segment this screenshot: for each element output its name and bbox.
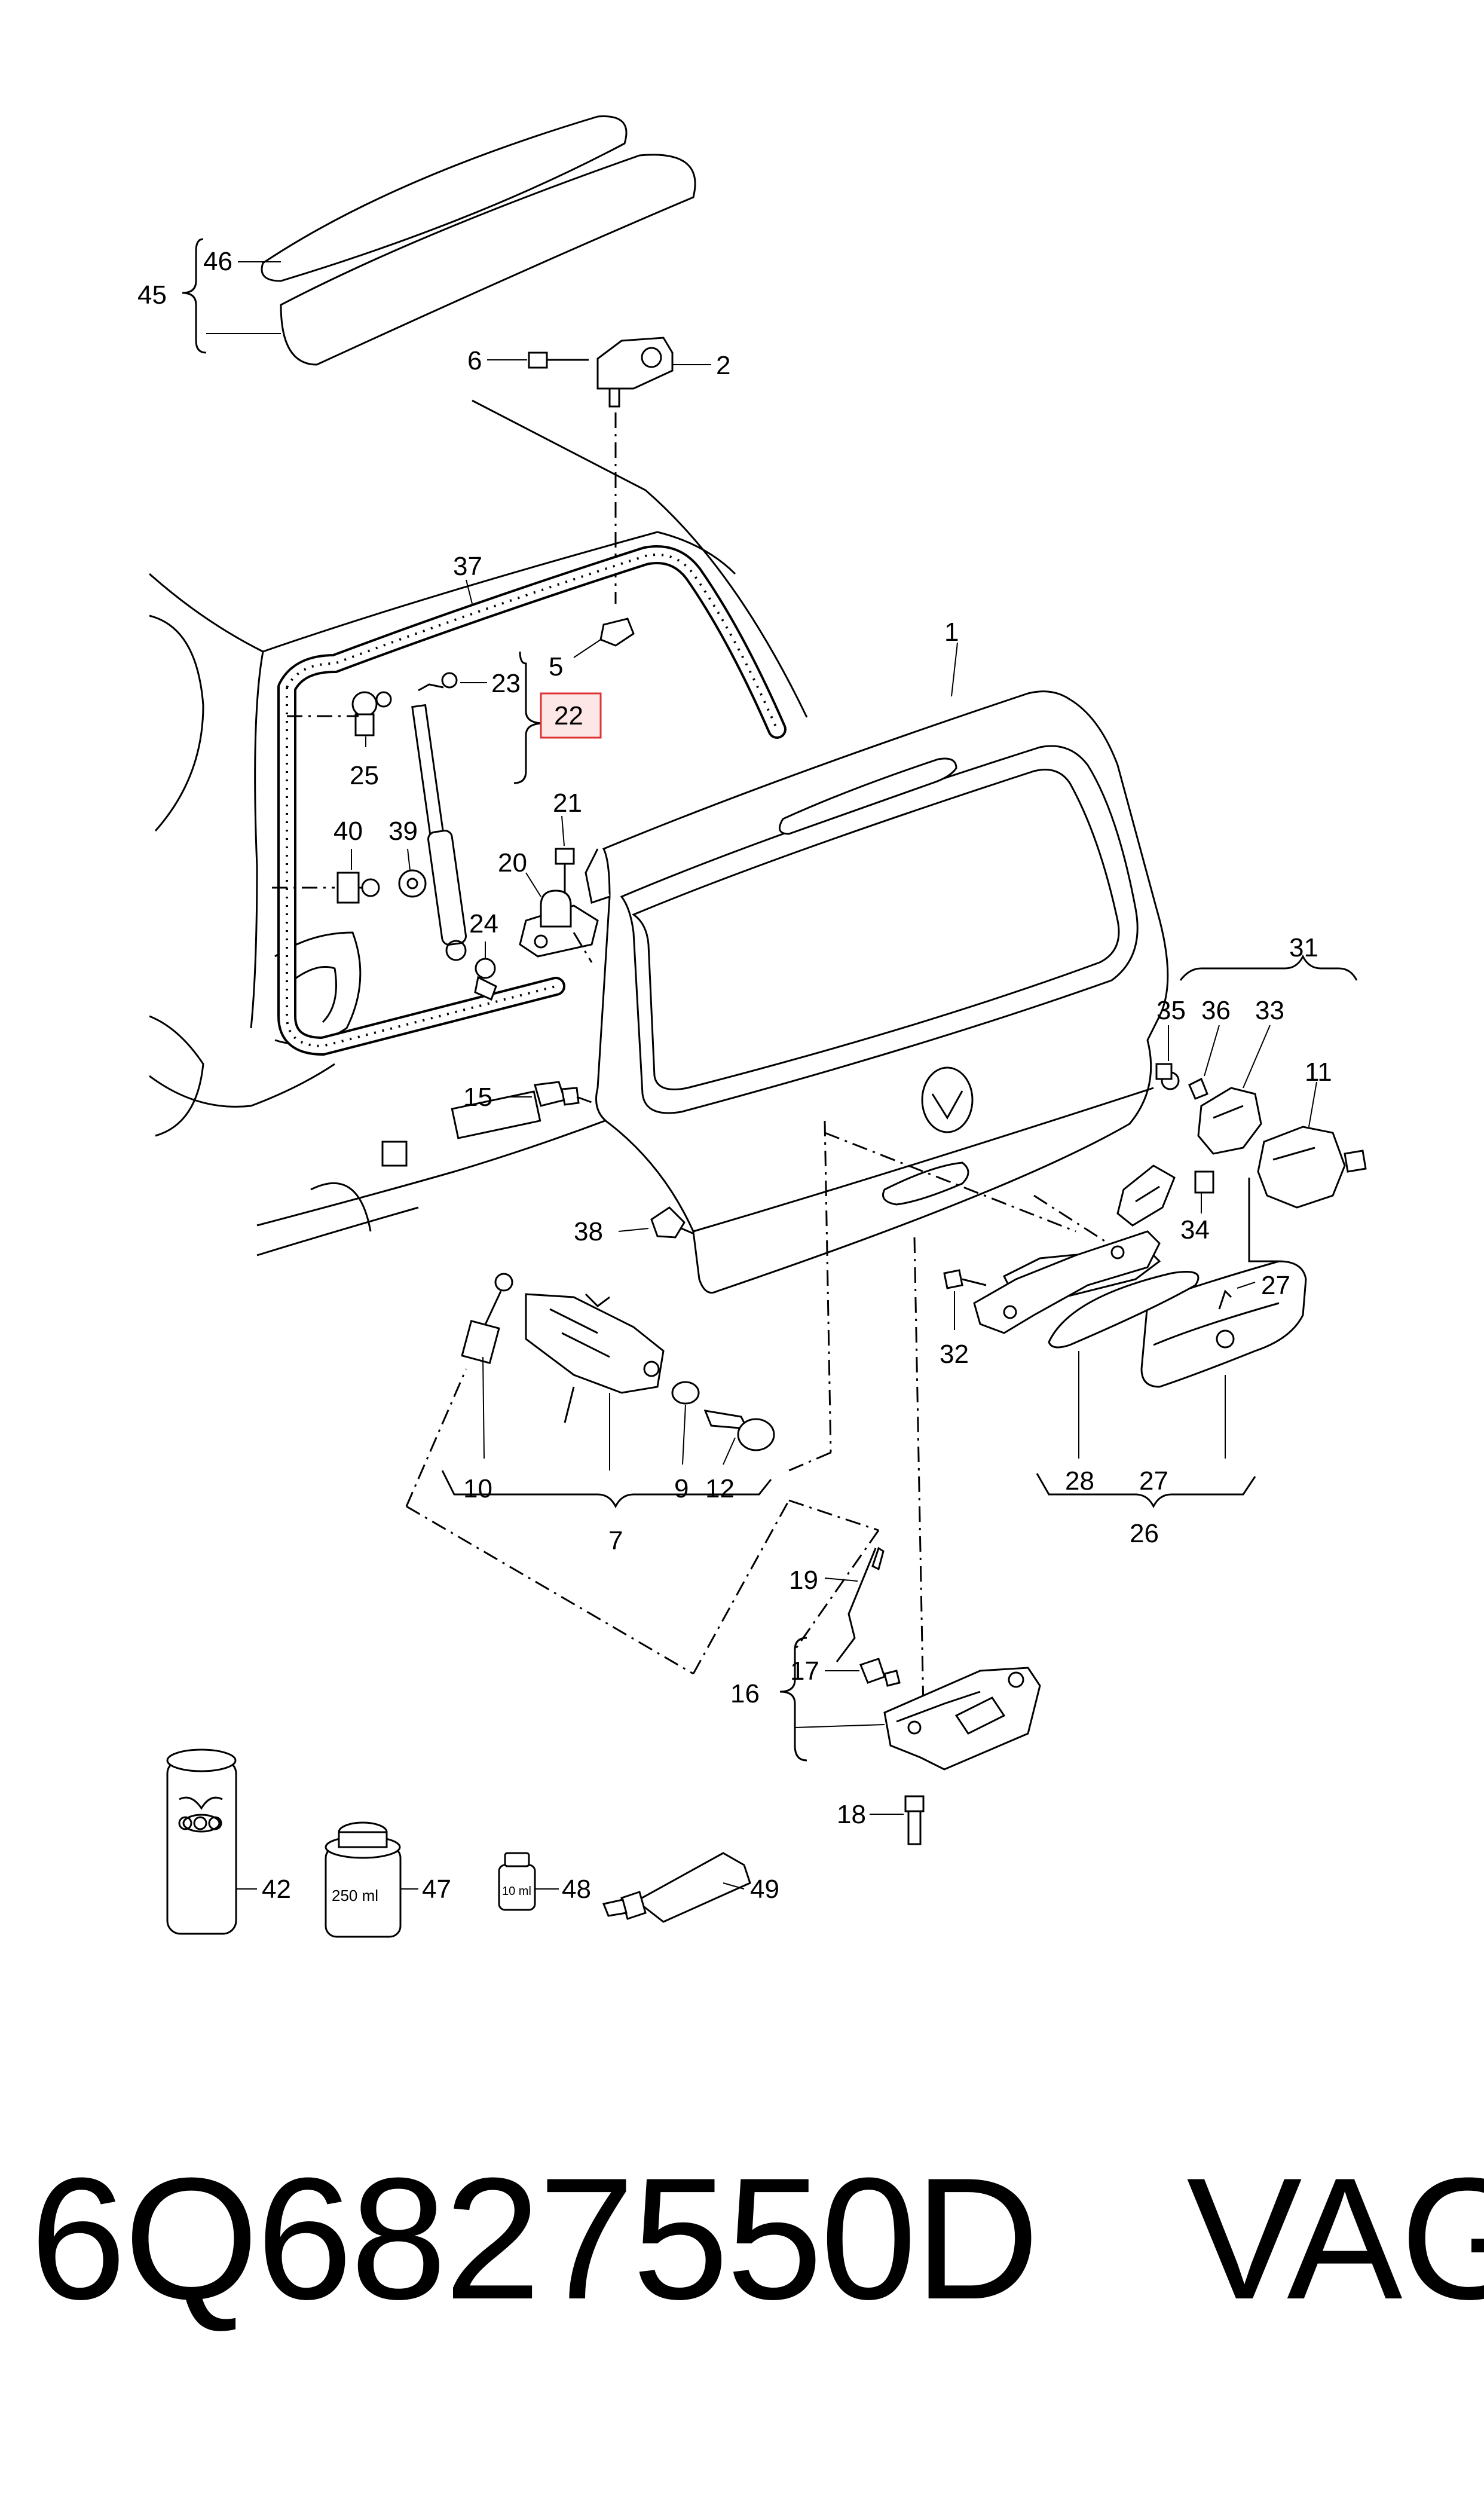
jar-volume-label: 10 ml	[502, 1885, 531, 1898]
callout-15: 15	[463, 1083, 492, 1112]
bottle-volume-label: 250 ml	[332, 1887, 378, 1904]
tube-49	[602, 1852, 751, 1923]
release-bracket	[943, 1164, 1176, 1334]
callout-11: 11	[1305, 1057, 1332, 1087]
callout-21: 21	[553, 788, 582, 818]
callout-48: 48	[562, 1875, 591, 1904]
roof-spoiler	[261, 115, 696, 366]
callout-34: 34	[1180, 1215, 1210, 1245]
release-actuator	[1155, 1063, 1262, 1194]
tailgate	[585, 690, 1169, 1294]
callout-22: 22	[554, 701, 583, 730]
callout-39: 39	[388, 817, 418, 846]
callout-35: 35	[1156, 996, 1186, 1025]
callout-16: 16	[730, 1679, 760, 1708]
bolt-18	[904, 1795, 925, 1845]
callout-20: 20	[498, 848, 527, 878]
callout-31: 31	[1289, 933, 1318, 962]
callout-27-b: 27	[1139, 1466, 1168, 1496]
callout-25: 25	[350, 761, 379, 790]
tailgate-seal	[277, 545, 787, 1056]
callout-10: 10	[463, 1474, 492, 1503]
tailgate-lock	[836, 1546, 1041, 1771]
callout-24: 24	[469, 909, 498, 938]
car-body	[149, 399, 808, 1257]
callout-28: 28	[1065, 1466, 1094, 1496]
buffer-15	[534, 1081, 580, 1107]
callout-18: 18	[837, 1800, 866, 1829]
bottle-47: 250 ml	[325, 1821, 402, 1938]
callout-2: 2	[716, 351, 730, 380]
callout-12: 12	[705, 1474, 735, 1503]
callout-1: 1	[944, 617, 959, 647]
ball-pin-25	[351, 691, 392, 736]
gas-strut	[411, 672, 467, 961]
spray-can	[166, 1748, 237, 1935]
callout-23: 23	[491, 669, 521, 698]
bracket-20	[519, 889, 599, 958]
callout-33: 33	[1255, 996, 1284, 1025]
callout-49: 49	[750, 1875, 779, 1904]
hinge	[596, 337, 674, 408]
callout-19: 19	[789, 1566, 818, 1595]
part-number: 6Q6827550D	[30, 2142, 1039, 2335]
callout-46: 46	[203, 247, 232, 276]
brand-name: VAG	[1186, 2142, 1484, 2335]
part-number-caption: 6Q6827550D VAG	[30, 2140, 1484, 2337]
bolt-40	[336, 872, 380, 904]
callout-5: 5	[549, 652, 563, 681]
callout-36: 36	[1201, 996, 1231, 1025]
clip-38	[650, 1206, 703, 1239]
callout-9: 9	[674, 1474, 689, 1503]
callout-40: 40	[333, 817, 363, 846]
callout-47: 47	[422, 1875, 451, 1904]
callout-26: 26	[1130, 1519, 1159, 1548]
callout-32: 32	[940, 1340, 969, 1369]
callout-45: 45	[137, 280, 167, 310]
ball-pin-24	[474, 958, 497, 1001]
sensor-11	[1257, 1126, 1367, 1209]
jar-48: 10 ml	[498, 1852, 536, 1911]
callout-37: 37	[453, 552, 482, 581]
highlighted-part-22: 22	[540, 692, 602, 739]
callout-38: 38	[574, 1217, 603, 1246]
callout-6: 6	[467, 346, 482, 375]
callout-27-a: 27	[1261, 1271, 1290, 1300]
lock-cylinder-group	[461, 1273, 775, 1451]
callout-7: 7	[608, 1526, 623, 1555]
callout-42: 42	[262, 1875, 291, 1904]
